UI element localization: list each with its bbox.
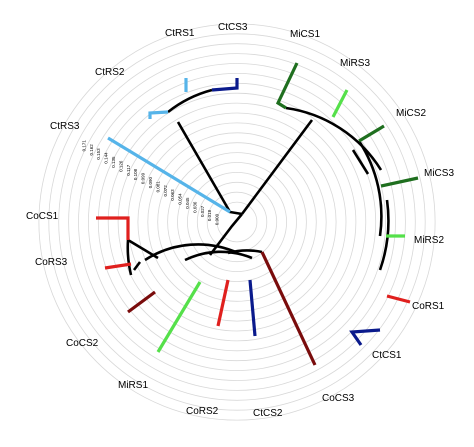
scale-rings (38, 23, 436, 421)
leaf-label-ctrs2: CtRS2 (95, 67, 125, 78)
leaf-label-cocs1: CoCS1 (26, 211, 59, 222)
leaf-branch-cors1 (386, 294, 411, 304)
leaf-branch-ctcs3 (211, 78, 239, 92)
scale-tick-label: 0.009 (215, 213, 220, 225)
scale-ring (38, 23, 436, 421)
leaf-label-mirs2: MiRS2 (414, 235, 444, 246)
internal-branch-ct-arc (167, 88, 213, 114)
scale-ring (68, 53, 406, 391)
leaf-branch-ctrs2 (148, 110, 169, 119)
internal-branch-co-small (132, 261, 142, 271)
leaf-branch-cors2 (216, 279, 230, 327)
leaf-branch-mirs3 (331, 89, 349, 118)
scale-tick-label: 0.054 (178, 193, 183, 205)
leaf-branch-ctrs3 (107, 136, 231, 214)
leaf-label-ctcs2: CtCS2 (253, 408, 283, 419)
leaf-label-cors2: CoRS2 (186, 406, 219, 417)
scale-tick-label: 0.153 (96, 148, 101, 160)
leaf-label-ctrs1: CtRS1 (165, 28, 195, 39)
internal-branch-co-inner (184, 250, 253, 262)
scale-ring (177, 162, 297, 282)
leaf-label-mics3: MiCS3 (424, 168, 454, 179)
internal-branch-co-left-stem (127, 238, 159, 260)
scale-ring (216, 201, 258, 243)
scale-ring (196, 181, 278, 263)
scale-ring (87, 72, 387, 372)
scale-ring (117, 102, 357, 342)
leaf-branch-cocs1 (96, 216, 130, 240)
scale-ring (78, 63, 396, 381)
leaf-branch-mics1 (275, 62, 299, 110)
scale-tick-label: 0.090 (148, 177, 153, 189)
scale-ring (107, 92, 367, 352)
scale-ring (48, 33, 426, 411)
scale-tick-label: 0.063 (170, 189, 175, 201)
scale-ring (186, 171, 287, 272)
scale-ring (58, 43, 416, 401)
scale-tick-label: 0.036 (192, 201, 197, 213)
leaf-label-mics1: MiCS1 (290, 29, 320, 40)
leaf-branch-cors3 (104, 262, 132, 270)
leaf-branch-ctcs2 (248, 279, 257, 337)
scale-tick-label: 0.144 (104, 152, 109, 164)
internal-branch-mi-lower-arc (357, 140, 383, 237)
leaf-label-ctrs3: CtRS3 (50, 121, 80, 132)
leaf-label-ctcs1: CtCS1 (372, 350, 402, 361)
leaf-branch-mics3 (380, 176, 419, 188)
scale-tick-label: 0.126 (118, 160, 123, 172)
scale-tick-label: 0.081 (155, 181, 160, 193)
leaf-label-mics2: MiCS2 (396, 108, 426, 119)
leaf-label-mirs1: MiRS1 (118, 380, 148, 391)
scale-ring (137, 122, 337, 322)
leaf-label-ctcs3: CtCS3 (218, 22, 248, 33)
leaf-label-cors1: CoRS1 (412, 301, 445, 312)
internal-branch-root-to-mi (240, 119, 314, 215)
scale-tick-label: 0.027 (200, 205, 205, 217)
internal-branch-co-lower-arc (227, 249, 263, 255)
leaf-labels: CtRS1 CtCS3MiCS1MiRS3MiCS2MiCS3MiRS2CoRS1… (26, 22, 454, 419)
scale-tick-label: 0.045 (185, 197, 190, 209)
leaf-label-mirs3: MiRS3 (340, 58, 370, 69)
leaf-label-cors3: CoRS3 (35, 257, 68, 268)
leaf-label-cocs2: CoCS2 (66, 338, 99, 349)
scale-tick-label: 0.099 (141, 172, 146, 184)
scale-tick-label: 0.108 (133, 168, 138, 180)
leaf-branch-mics2 (358, 124, 385, 143)
leaf-branches (96, 62, 419, 366)
leaf-branch-ctcs1 (349, 328, 381, 346)
scale-tick-label: 0.135 (111, 156, 116, 168)
scale-ring (157, 142, 317, 302)
scale-tick-label: 0.117 (126, 164, 131, 175)
scale-ring (147, 132, 327, 312)
scale-ring (167, 152, 307, 292)
leaf-branch-cocs3 (260, 251, 317, 366)
leaf-branch-mirs1 (156, 281, 202, 353)
internal-branch-mi-arc (285, 106, 383, 171)
scale-tick-label: 0.018 (207, 209, 212, 221)
internal-branch-mi-lower (351, 149, 370, 175)
scale-tick-label: 0.162 (89, 144, 94, 156)
scale-tick-label: 0.171 (81, 140, 86, 152)
leaf-label-cocs3: CoCS3 (322, 393, 355, 404)
leaf-branch-cocs2 (127, 290, 156, 314)
scale-tick-label: 0.072 (163, 185, 168, 197)
